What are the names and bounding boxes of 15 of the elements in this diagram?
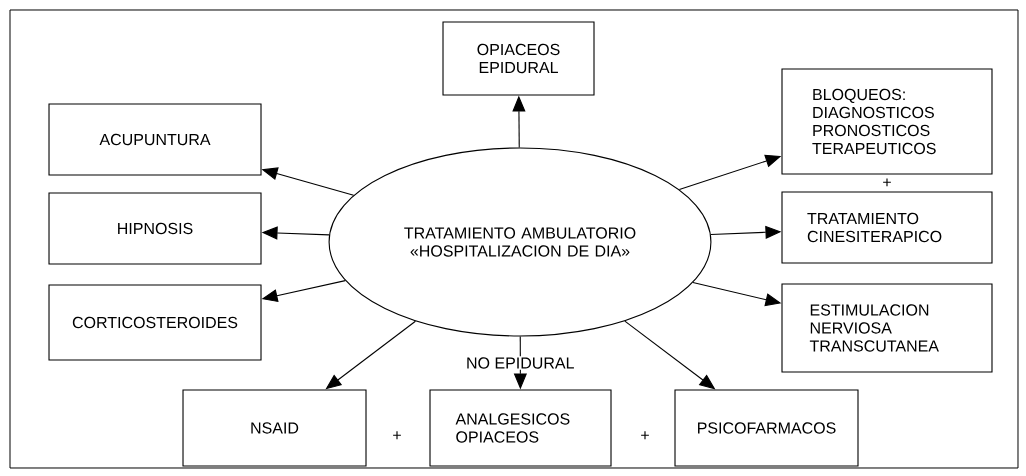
plus-sign: + (641, 431, 649, 440)
edge-label: NO EPIDURAL (465, 356, 576, 370)
box: OPIACEOS EPIDURAL (442, 21, 595, 96)
box: BLOQUEOS: DIAGNOSTICOS PRONOSTICOS TERAPEUTICOS (781, 68, 993, 175)
plus-sign: + (883, 178, 891, 187)
box: TRATAMIENTO CINESITERAPICO (781, 191, 993, 264)
box: CORTICOSTEROIDES (48, 284, 262, 361)
arrow (325, 320, 416, 390)
box: NSAID (182, 389, 367, 467)
box: PSICOFARMACOS (674, 389, 859, 467)
plus-sign: + (393, 431, 401, 440)
box: HIPNOSIS (48, 192, 262, 265)
box: ESTIMULACION NERVIOSA TRANSCUTANEA (781, 283, 993, 373)
box: ANALGESICOS OPIACEOS (429, 389, 612, 467)
box: ACUPUNTURA (48, 103, 262, 176)
